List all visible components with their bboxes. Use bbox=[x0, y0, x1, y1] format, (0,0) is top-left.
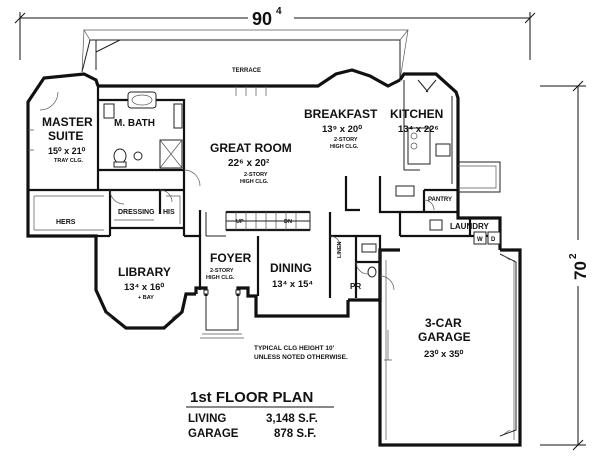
master-suite-name-2: SUITE bbox=[48, 129, 83, 143]
breakfast-label: BREAKFAST 13⁹ x 20⁰ 2-STORY HIGH CLG. bbox=[304, 107, 378, 150]
kitchen-size: 13⁴ x 22⁶ bbox=[398, 124, 439, 135]
breakfast-bump bbox=[458, 161, 501, 193]
great-room-label: GREAT ROOM 22⁶ x 20² 2-STORY HIGH CLG. bbox=[210, 141, 292, 185]
laundry-fixtures bbox=[429, 219, 501, 245]
garage-size: 23⁰ x 35⁰ bbox=[424, 349, 464, 360]
hers-label: HERS bbox=[56, 219, 76, 226]
ceiling-note-2: UNLESS NOTED OTHERWISE. bbox=[254, 354, 348, 361]
plan-title: 1st FLOOR PLAN bbox=[190, 389, 313, 406]
dining-name: DINING bbox=[270, 261, 312, 275]
garage-name-2: GARAGE bbox=[418, 330, 471, 344]
library-note: + BAY bbox=[138, 295, 154, 301]
width-dimension-label: 90 bbox=[252, 9, 272, 29]
washer-label: W bbox=[477, 237, 483, 243]
library-name: LIBRARY bbox=[118, 265, 171, 279]
windows bbox=[28, 86, 267, 319]
garage-area-value: 878 S.F. bbox=[274, 428, 316, 440]
width-dimension: 90 4 bbox=[14, 5, 536, 60]
width-dimension-sup: 4 bbox=[276, 6, 282, 17]
foyer-name: FOYER bbox=[210, 251, 252, 265]
dining-label: DINING 13⁴ x 15⁴ bbox=[270, 261, 313, 290]
kitchen-label: KITCHEN 13⁴ x 22⁶ bbox=[390, 107, 443, 135]
interior-walls bbox=[28, 86, 500, 298]
his-label: HIS bbox=[163, 209, 175, 216]
breakfast-note-2: HIGH CLG. bbox=[330, 144, 359, 150]
master-suite-size: 15⁰ x 21⁰ bbox=[48, 146, 86, 156]
staircase bbox=[205, 211, 311, 237]
living-area-label: LIVING bbox=[188, 413, 226, 425]
ceiling-note: TYPICAL CLG HEIGHT 10' UNLESS NOTED OTHE… bbox=[254, 345, 348, 361]
dressing-label: DRESSING bbox=[118, 209, 155, 216]
great-room-note-2: HIGH CLG. bbox=[240, 179, 269, 185]
kitchen-name: KITCHEN bbox=[390, 107, 443, 121]
master-bath-fixtures bbox=[103, 91, 183, 169]
garage-label: 3-CAR GARAGE 23⁰ x 35⁰ bbox=[418, 316, 471, 360]
depth-dimension-label: 70 bbox=[571, 261, 590, 280]
garage-structure bbox=[378, 248, 522, 447]
master-bath-label: M. BATH bbox=[114, 118, 155, 129]
depth-dimension-sup: 2 bbox=[568, 253, 579, 259]
foyer-label: FOYER 2-STORY HIGH CLG. bbox=[206, 251, 252, 281]
great-room-size: 22⁶ x 20² bbox=[228, 158, 270, 169]
garage-area-label: GARAGE bbox=[188, 428, 239, 440]
breakfast-note-1: 2-STORY bbox=[334, 137, 358, 143]
pantry-label: PANTRY bbox=[428, 197, 452, 203]
depth-dimension: 70 2 bbox=[540, 80, 590, 451]
terrace: TERRACE bbox=[81, 29, 409, 81]
breakfast-size: 13⁹ x 20⁰ bbox=[322, 124, 362, 135]
library-size: 13⁴ x 16⁰ bbox=[124, 282, 164, 293]
door-swings bbox=[39, 91, 435, 291]
powder-room-fixtures bbox=[361, 243, 377, 278]
plan-summary: 1st FLOOR PLAN LIVING 3,148 S.F. GARAGE … bbox=[186, 389, 334, 440]
great-room-name: GREAT ROOM bbox=[210, 141, 292, 155]
linen-label: LINEN bbox=[337, 241, 343, 258]
laundry-name: LAUNDRY bbox=[450, 222, 489, 231]
foyer-note-2: HIGH CLG. bbox=[206, 275, 235, 281]
garage-name-1: 3-CAR bbox=[425, 316, 462, 330]
kitchen-fixtures bbox=[395, 79, 453, 197]
breakfast-name: BREAKFAST bbox=[304, 107, 378, 121]
library-label: LIBRARY 13⁴ x 16⁰ + BAY bbox=[118, 265, 171, 301]
great-room-note-1: 2-STORY bbox=[244, 172, 268, 178]
terrace-label: TERRACE bbox=[232, 68, 261, 74]
master-suite-note: TRAY CLG. bbox=[54, 158, 84, 164]
master-suite-label: MASTER SUITE 15⁰ x 21⁰ TRAY CLG. bbox=[42, 115, 93, 164]
front-porch bbox=[200, 289, 244, 339]
foyer-note-1: 2-STORY bbox=[210, 268, 234, 274]
dryer-label: D bbox=[491, 237, 496, 243]
closet-shelving bbox=[33, 195, 181, 231]
laundry-label: LAUNDRY W D bbox=[450, 222, 496, 243]
stair-up-label: UP bbox=[236, 219, 244, 225]
dining-size: 13⁴ x 15⁴ bbox=[272, 279, 313, 290]
ceiling-note-1: TYPICAL CLG HEIGHT 10' bbox=[254, 345, 335, 352]
living-area-value: 3,148 S.F. bbox=[266, 413, 318, 425]
master-suite-name-1: MASTER bbox=[42, 115, 93, 129]
powder-room-label: PR bbox=[350, 282, 361, 291]
stair-dn-label: DN bbox=[284, 219, 292, 225]
